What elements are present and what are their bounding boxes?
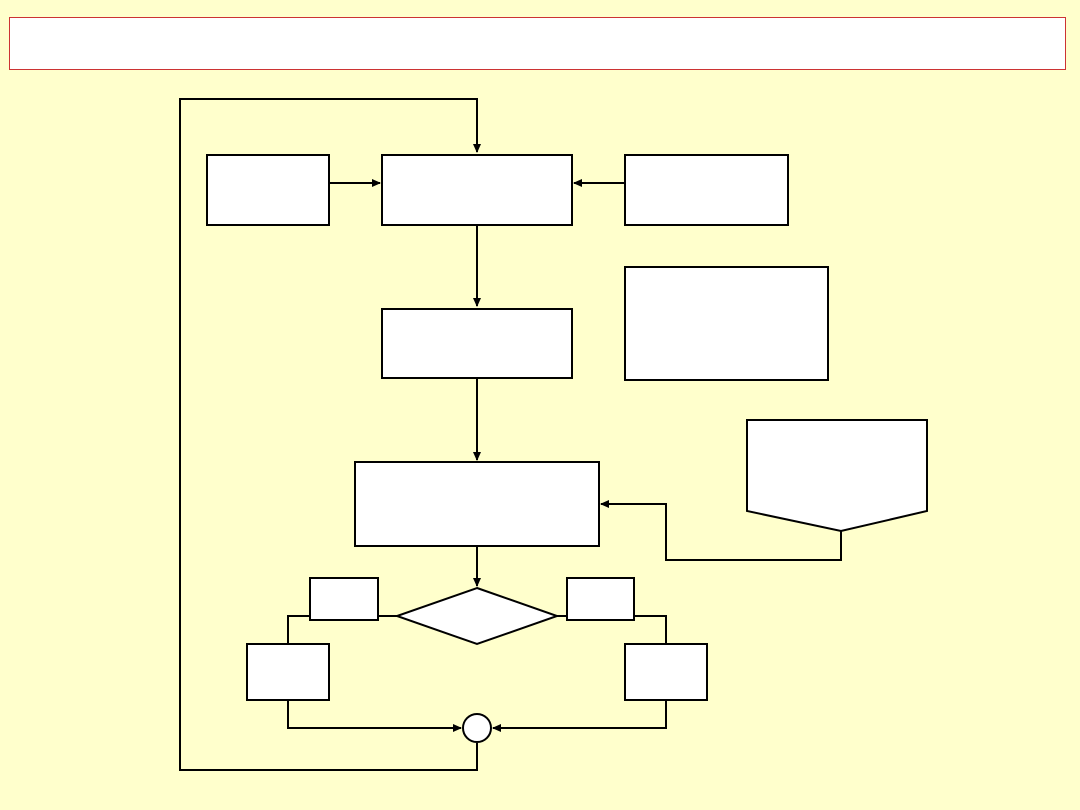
left-outcome-connector	[287, 700, 462, 732]
left-outcome-box	[246, 643, 330, 701]
side-note-box	[624, 266, 829, 381]
central-process-box	[381, 154, 573, 226]
right-outcome-box	[624, 643, 708, 701]
right-outcome-connector	[492, 700, 667, 732]
nodes	[206, 154, 928, 743]
right-branch-label-box	[566, 577, 635, 621]
third-process-box	[354, 461, 600, 547]
right-input-box	[624, 154, 789, 226]
second-process-box	[381, 308, 573, 379]
left-input-box	[206, 154, 330, 226]
left-branch-label-box	[309, 577, 379, 621]
document-shape	[746, 419, 928, 533]
decision-diamond	[393, 586, 561, 646]
slide-title	[9, 17, 1066, 70]
junction-circle	[462, 713, 492, 743]
feedback-loop-connector	[179, 98, 481, 771]
document-connector	[600, 500, 842, 561]
